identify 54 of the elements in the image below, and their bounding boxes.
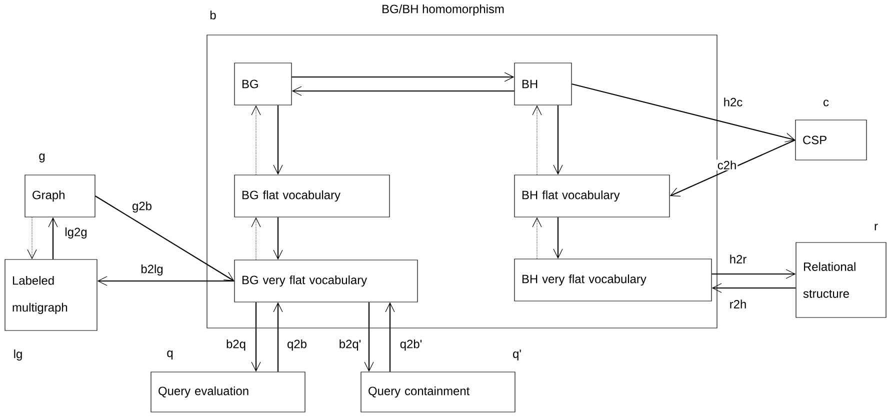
arrow bbox=[48, 217, 58, 260]
arrow bbox=[385, 302, 395, 372]
process-box: BG bbox=[234, 62, 292, 106]
process-box: Relational structure bbox=[796, 242, 886, 318]
node-tag: lg bbox=[14, 349, 22, 361]
group-box bbox=[206, 34, 718, 328]
process-box: CSP bbox=[795, 120, 867, 160]
edge-label: r2h bbox=[728, 298, 748, 310]
arrow bbox=[572, 83, 796, 142]
process-box: Labeled multigraph bbox=[4, 259, 98, 331]
process-box: Graph bbox=[24, 174, 96, 218]
arrow bbox=[273, 217, 283, 260]
node-tag: r bbox=[874, 224, 878, 230]
arrow bbox=[95, 196, 234, 281]
node-tag: c bbox=[824, 100, 829, 106]
node-tag: q bbox=[167, 350, 173, 360]
arrow bbox=[532, 105, 542, 175]
process-box: BG very flat vocabulary bbox=[234, 260, 418, 302]
edge-label: lg2g bbox=[64, 226, 88, 240]
arrow bbox=[292, 72, 514, 82]
edge-label: q2b bbox=[286, 338, 308, 352]
edge-label: q2b' bbox=[398, 338, 424, 352]
node-tag: g bbox=[39, 154, 45, 162]
arrow bbox=[251, 105, 261, 175]
process-box: Query containment bbox=[360, 372, 516, 412]
process-box: BH bbox=[514, 62, 572, 106]
arrow bbox=[712, 283, 796, 293]
arrow bbox=[251, 217, 261, 260]
edge-label: g2b bbox=[131, 200, 153, 214]
arrow bbox=[553, 217, 563, 259]
arrow bbox=[364, 302, 374, 372]
arrow bbox=[251, 302, 261, 372]
process-box: BH very flat vocabulary bbox=[514, 258, 712, 302]
node-tag: b bbox=[210, 10, 216, 20]
process-box: Query evaluation bbox=[150, 372, 306, 412]
arrow bbox=[97, 276, 234, 286]
process-box: BH flat vocabulary bbox=[514, 174, 670, 218]
edge-label: b2q' bbox=[338, 338, 362, 352]
node-tag: q' bbox=[513, 350, 521, 360]
arrow bbox=[273, 302, 283, 372]
process-box: BG flat vocabulary bbox=[234, 174, 390, 218]
edge-label: h2c bbox=[722, 96, 744, 108]
box-heading: BG/BH homomorphism bbox=[382, 4, 504, 16]
arrow bbox=[532, 217, 542, 259]
edge-label: b2lg bbox=[140, 263, 164, 277]
arrow bbox=[712, 269, 796, 279]
arrow bbox=[273, 105, 283, 175]
arrow bbox=[670, 140, 796, 196]
edge-label: b2q bbox=[225, 338, 247, 352]
arrow bbox=[292, 86, 514, 96]
edge-label: h2r bbox=[728, 254, 748, 264]
arrow bbox=[553, 105, 563, 175]
arrow bbox=[27, 217, 37, 260]
edge-label: c2h bbox=[716, 160, 738, 170]
